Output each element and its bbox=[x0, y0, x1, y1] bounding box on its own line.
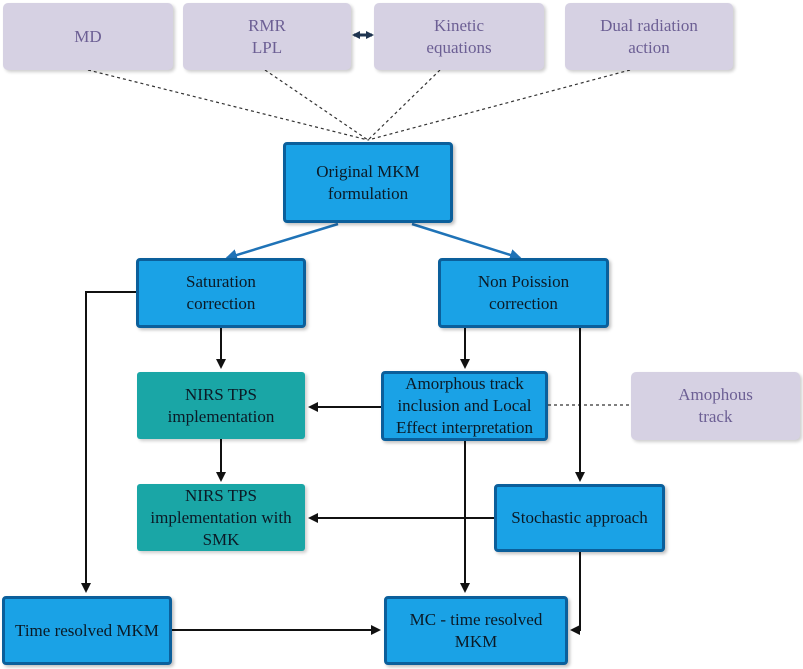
original-mkm-box: Original MKM formulation bbox=[283, 142, 453, 223]
arrow-original-to-nonpoisson bbox=[411, 222, 522, 261]
amorphous-track-inclusion-box: Amorphous track inclusion and Local Effe… bbox=[381, 371, 548, 441]
non-poisson-correction-box: Non Poission correction bbox=[438, 258, 609, 328]
amophous-track-box: Amophous track bbox=[631, 372, 800, 440]
time-resolved-mkm-box: Time resolved MKM bbox=[2, 596, 172, 665]
amorphous-track-inclusion-label: Amorphous track inclusion and Local Effe… bbox=[395, 374, 534, 437]
kinetic-equations-label: Kinetic equations bbox=[426, 15, 492, 57]
non-poisson-correction-label: Non Poission correction bbox=[477, 272, 570, 313]
time-resolved-mkm-label: Time resolved MKM bbox=[15, 620, 159, 640]
dotted-convergence-lines bbox=[87, 69, 632, 406]
nirs-tps-implementation-label: NIRS TPS implementation bbox=[167, 384, 275, 426]
dual-radiation-action-box: Dual radiation action bbox=[565, 3, 733, 70]
dotted-line-dual bbox=[367, 69, 631, 141]
dotted-line-md bbox=[87, 69, 369, 141]
nirs-tps-smk-label: NIRS TPS implementation with SMK bbox=[150, 485, 292, 549]
mc-time-resolved-mkm-label: MC - time resolved MKM bbox=[409, 609, 543, 651]
original-mkm-label: Original MKM formulation bbox=[316, 161, 420, 203]
arrow-saturation-to-time-resolved bbox=[81, 291, 136, 593]
md-box: MD bbox=[3, 3, 173, 70]
arrow-stochastic-to-mc bbox=[570, 552, 581, 635]
nirs-tps-smk-box: NIRS TPS implementation with SMK bbox=[137, 484, 305, 551]
amophous-track-label: Amophous track bbox=[678, 385, 753, 426]
nirs-tps-implementation-box: NIRS TPS implementation bbox=[137, 372, 305, 439]
kinetic-equations-box: Kinetic equations bbox=[374, 3, 544, 70]
stochastic-approach-box: Stochastic approach bbox=[494, 484, 665, 552]
arrow-original-to-saturation bbox=[225, 222, 339, 261]
stochastic-approach-label: Stochastic approach bbox=[511, 508, 648, 527]
mc-time-resolved-mkm-box: MC - time resolved MKM bbox=[384, 596, 568, 665]
saturation-correction-label: Saturation correction bbox=[186, 272, 256, 313]
saturation-correction-box: Saturation correction bbox=[136, 258, 306, 328]
black-connectors bbox=[81, 291, 585, 635]
dotted-line-kinetic bbox=[367, 69, 441, 141]
rmr-lpl-box: RMR LPL bbox=[183, 3, 351, 70]
dual-radiation-action-label: Dual radiation action bbox=[600, 15, 698, 57]
rmr-lpl-label: RMR LPL bbox=[248, 15, 286, 57]
md-label: MD bbox=[74, 26, 102, 46]
dotted-line-rmr bbox=[264, 69, 369, 141]
